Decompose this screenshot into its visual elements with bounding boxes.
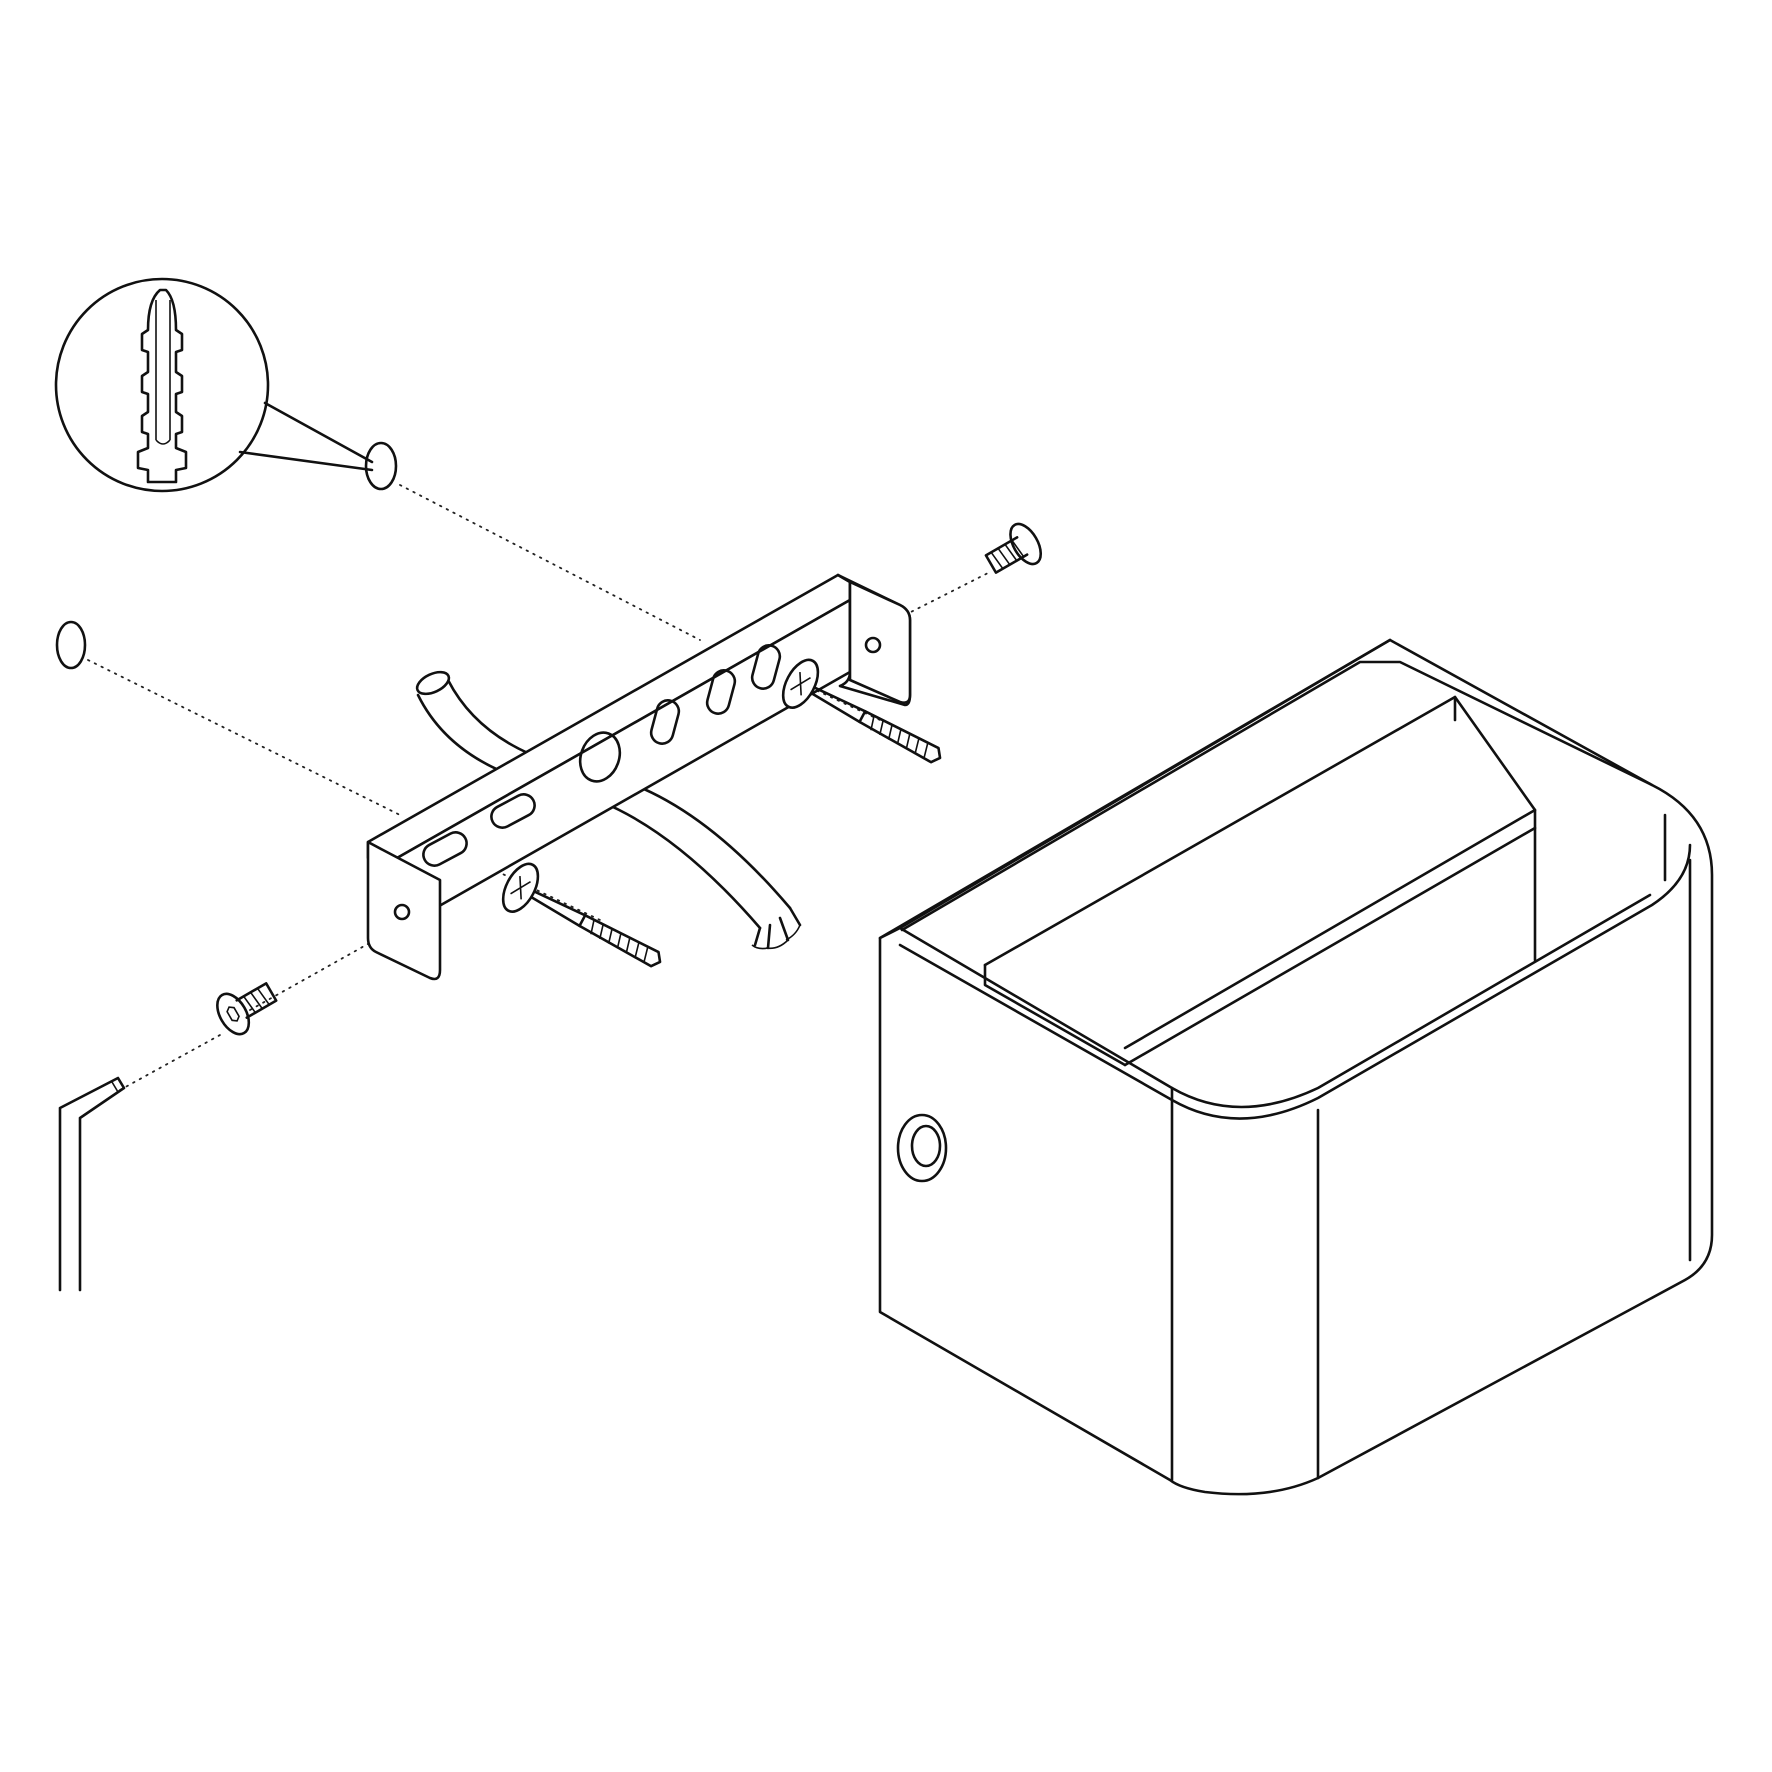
guide-line-lower-screw bbox=[489, 867, 601, 921]
allen-key-icon bbox=[58, 1076, 126, 1292]
hex-screw-icon bbox=[216, 982, 278, 1036]
hex-screw-icon bbox=[984, 522, 1043, 574]
bracket-icon bbox=[366, 573, 912, 981]
wall-hole-icon bbox=[364, 441, 398, 491]
guide-line-upper-plug bbox=[399, 484, 701, 641]
wall-hole-icon bbox=[55, 620, 87, 670]
guide-line-lower-plug bbox=[87, 659, 401, 816]
guide-line-lower-hex bbox=[249, 939, 376, 1011]
guide-line-upper-hex bbox=[904, 571, 991, 616]
wall-plug-icon bbox=[54, 277, 374, 493]
wood-screw-icon bbox=[501, 862, 662, 968]
wood-screw-icon bbox=[781, 658, 942, 764]
lamp-housing-icon bbox=[878, 638, 1714, 1496]
guide-line-allen-key bbox=[119, 1034, 221, 1091]
